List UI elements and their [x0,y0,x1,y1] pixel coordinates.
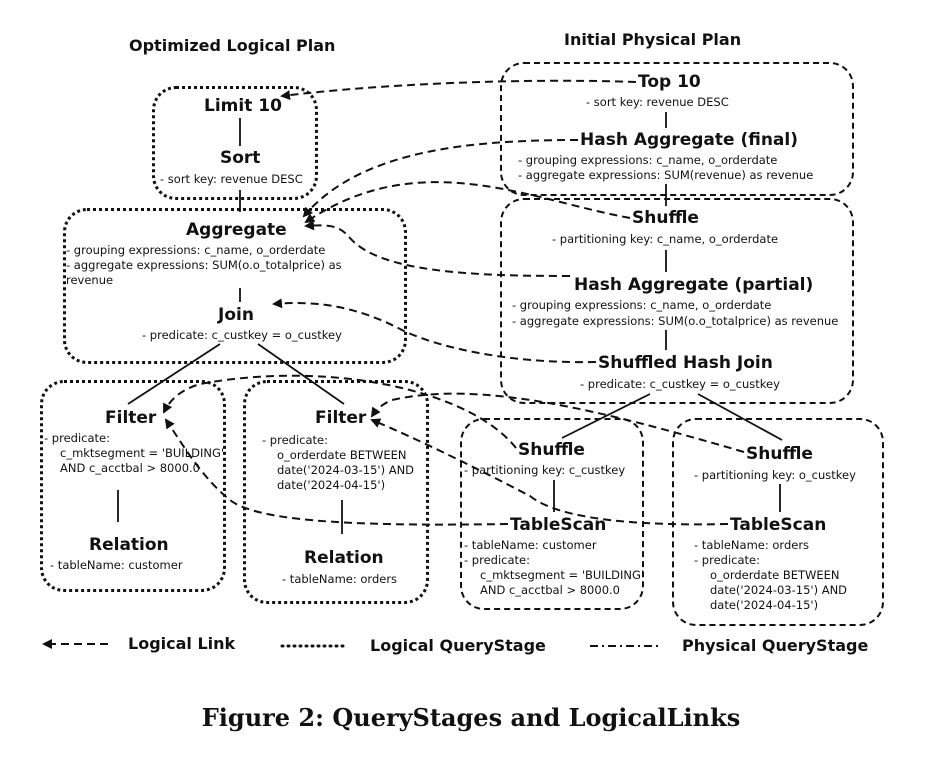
join-node: Join [218,305,254,325]
link-hashagg-final-to-aggregate [302,139,579,218]
logical-stage-filter-customer [40,380,226,592]
shuffled-hash-join-node: Shuffled Hash Join [598,353,773,373]
hash-aggregate-partial-detail-1: - grouping expressions: c_name, o_orderd… [512,298,772,312]
filter-orders-detail-1: - predicate: [262,433,328,447]
shuffle-customer-detail: - partitioning key: c_custkey [464,463,626,477]
limit-node: Limit 10 [204,96,282,116]
figure-caption: Figure 2: QueryStages and LogicalLinks [201,703,741,732]
aggregate-detail-3: revenue [66,273,114,287]
logical-stage-filter-orders [243,380,429,604]
legend-physical-querystage-label: Physical QueryStage [682,636,869,655]
link-shuffle-customer-to-filter [163,374,517,449]
logical-links [163,79,745,526]
hash-aggregate-partial-detail-2: - aggregate expressions: SUM(o.o_totalpr… [512,314,839,328]
link-tablescan-orders-to-filter [370,418,729,526]
shuffle-customer-node: Shuffle [518,440,585,460]
shuffle-orders-node: Shuffle [746,444,813,464]
physical-stage-top-hashagg [500,62,854,196]
shuffle-top-node: Shuffle [632,208,699,228]
tablescan-orders-detail-3: o_orderdate BETWEEN [710,568,840,582]
physical-stage-shuffle-join [500,198,854,404]
link-shuffle-top-to-aggregate [304,181,631,224]
relation-orders-node: Relation [304,548,384,568]
top-detail: - sort key: revenue DESC [586,95,729,109]
hash-aggregate-final-detail-1: - grouping expressions: c_name, o_orderd… [518,153,778,167]
link-join-to-join [272,298,597,364]
filter-orders-detail-2: o_orderdate BETWEEN [277,448,407,462]
filter-orders-detail-3: date('2024-03-15') AND [277,463,415,477]
link-hashagg-partial-to-aggregate [304,220,571,277]
aggregate-detail-2: - aggregate expressions: SUM(o.o_totalpr… [66,258,342,272]
legend-logical-link-label: Logical Link [128,634,236,653]
tablescan-customer-node: TableScan [510,515,607,535]
tablescan-orders-node: TableScan [730,515,827,535]
legend-logical-querystage-label: Logical QueryStage [370,636,546,655]
tablescan-orders-detail-5: date('2024-04-15') [710,598,819,612]
hash-aggregate-final-node: Hash Aggregate (final) [580,130,799,150]
tablescan-customer-detail-4: AND c_acctbal > 8000.0 [480,583,620,597]
logical-stage-limit-sort [152,86,318,200]
filter-customer-detail-3: AND c_acctbal > 8000.0 [60,461,200,475]
shuffle-top-detail: - partitioning key: c_name, o_orderdate [552,232,779,246]
relation-customer-detail: - tableName: customer [50,558,183,572]
tablescan-customer-detail-2: - predicate: [464,553,530,567]
edge-join-filter-orders [257,343,345,405]
relation-orders-detail: - tableName: orders [282,572,398,586]
shuffle-orders-detail: - partitioning key: o_custkey [694,468,856,482]
edge-join-shuffle-orders [697,393,783,441]
tablescan-customer-detail-3: c_mktsegment = 'BUILDING' [480,568,645,582]
edge-join-filter-customer [127,343,221,405]
link-shuffle-orders-to-filter [370,392,745,453]
tablescan-orders-detail-1: - tableName: orders [694,538,810,552]
physical-plan-heading: Initial Physical Plan [564,30,742,49]
link-top-to-limit [280,79,637,100]
logical-stage-aggregate-join [63,208,407,364]
edge-join-shuffle-customer [561,393,651,439]
shuffled-hash-join-detail: - predicate: c_custkey = o_custkey [580,377,780,391]
tablescan-customer-detail-1: - tableName: customer [464,538,597,552]
tablescan-orders-detail-2: - predicate: [694,553,760,567]
join-detail: - predicate: c_custkey = o_custkey [142,328,342,342]
sort-node: Sort [220,148,261,168]
filter-orders-node: Filter [315,408,367,428]
link-tablescan-customer-to-filter [164,418,509,526]
hash-aggregate-final-detail-2: - aggregate expressions: SUM(revenue) as… [518,168,814,182]
filter-customer-detail-1: - predicate: [44,431,110,445]
logical-plan-heading: Optimized Logical Plan [129,36,336,55]
top-node: Top 10 [638,72,701,92]
filter-customer-detail-2: c_mktsegment = 'BUILDING' [60,446,225,460]
aggregate-detail-1: - grouping expressions: c_name, o_orderd… [66,243,326,257]
hash-aggregate-partial-node: Hash Aggregate (partial) [574,275,814,295]
physical-stage-shuffle-orders [672,418,884,626]
filter-orders-detail-4: date('2024-04-15') [277,478,386,492]
filter-customer-node: Filter [105,408,157,428]
sort-detail: - sort key: revenue DESC [160,172,303,186]
aggregate-node: Aggregate [186,220,287,240]
physical-stage-shuffle-customer [460,418,644,610]
tablescan-orders-detail-4: date('2024-03-15') AND [710,583,848,597]
relation-customer-node: Relation [89,535,169,555]
legend [42,639,660,649]
plan-edges [117,112,783,534]
